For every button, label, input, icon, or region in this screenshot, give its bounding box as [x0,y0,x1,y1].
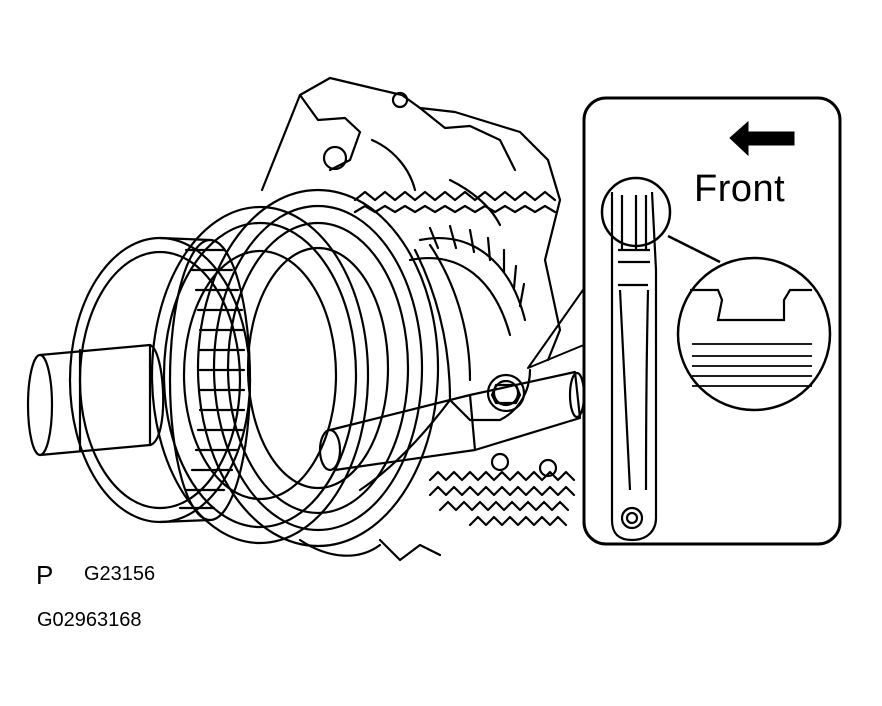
counter-gear-right [408,224,527,337]
main-shaft [26,343,165,457]
detail-inset-panel [582,96,842,546]
synchro-teeth-band-upper [353,190,557,214]
shift-fork-shaft [318,370,586,472]
magnified-detail [667,234,832,412]
arrow-left-icon [729,120,795,157]
output-gear [68,236,252,524]
shift-fork-bolt [486,373,526,413]
fork-side-view [600,176,672,542]
clutch-hub-sleeve [150,205,370,545]
synchronizer-ring-outer [196,188,440,548]
footer-mark: P [36,560,54,590]
front-direction-label: Front [694,168,786,210]
document-id: G02963168 [37,609,142,631]
synchro-teeth-band-lower [428,452,576,527]
transmission-housing [260,76,562,562]
figure-code: G23156 [84,563,156,585]
